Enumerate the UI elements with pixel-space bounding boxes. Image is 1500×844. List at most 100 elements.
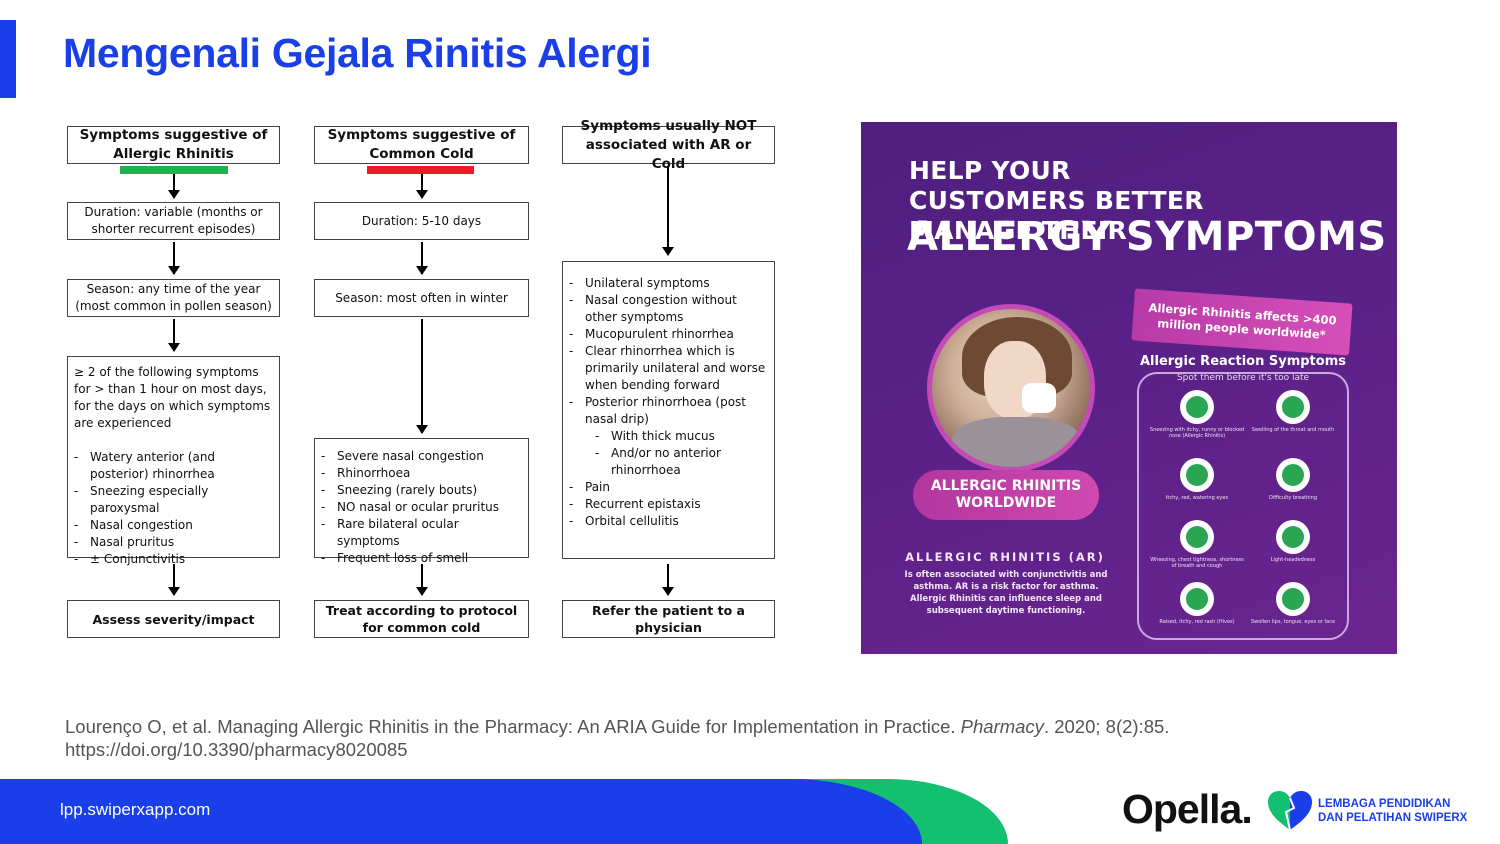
citation-text: Lourenço O, et al. Managing Allergic Rhi… xyxy=(65,716,956,737)
list-item: Recurrent epistaxis xyxy=(569,496,768,513)
arrow xyxy=(662,166,674,256)
list-item: Sneezing especially paroxysmal xyxy=(74,483,273,517)
cold-action-text: Treat according to protocol for common c… xyxy=(325,603,518,635)
arrow xyxy=(662,564,674,596)
lembaga-logo-text: LEMBAGA PENDIDIKAN DAN PELATIHAN SWIPERX xyxy=(1318,797,1467,825)
symptom-item: Swelling of the throat and mouth xyxy=(1245,390,1341,433)
ar-symptoms-box: ≥ 2 of the following symptoms for > than… xyxy=(67,356,280,568)
ar-duration-box: Duration: variable (months or shorter re… xyxy=(67,202,280,240)
symptom-item: Light-headedness xyxy=(1245,520,1341,563)
cold-season-box: Season: most often in winter xyxy=(314,279,529,317)
other-symptom-list: Unilateral symptoms Nasal congestion wit… xyxy=(569,275,768,530)
list-item: Nasal congestion xyxy=(74,517,273,534)
cold-duration-text: Duration: 5-10 days xyxy=(361,213,482,228)
symptoms-panel xyxy=(1137,372,1349,640)
other-symptoms-box: Unilateral symptoms Nasal congestion wit… xyxy=(562,261,775,559)
other-action-text: Refer the patient to a physician xyxy=(592,603,745,635)
list-item: Watery anterior (and posterior) rhinorrh… xyxy=(74,449,273,483)
cold-header-box: Symptoms suggestive of Common Cold xyxy=(314,126,529,164)
symptom-item: Raised, itchy, red rash (Hives) xyxy=(1149,582,1245,625)
lips-icon xyxy=(1276,582,1310,616)
cold-symptom-list: Severe nasal congestion Rhinorrhoea Snee… xyxy=(321,448,522,567)
other-header-box: Symptoms usually NOT associated with AR … xyxy=(562,118,775,172)
symptoms-subtitle: Spot them before it's too late xyxy=(1176,373,1310,383)
ar-season-box: Season: any time of the year (most commo… xyxy=(67,279,280,317)
list-item: Severe nasal congestion xyxy=(321,448,522,465)
footer-url-link[interactable]: lpp.swiperxapp.com xyxy=(60,800,211,819)
ar-heading: ALLERGIC RHINITIS (AR) xyxy=(905,550,1105,564)
cold-symptoms-box: Severe nasal congestion Rhinorrhoea Snee… xyxy=(314,438,529,567)
other-header-text: Symptoms usually NOT associated with AR … xyxy=(580,117,757,172)
allergy-infographic: HELP YOUR CUSTOMERS BETTER MANAGE THEIR … xyxy=(861,122,1397,654)
list-item: Nasal pruritus xyxy=(74,534,273,551)
throat-icon xyxy=(1276,390,1310,424)
ar-duration-text: Duration: variable (months or shorter re… xyxy=(84,205,263,236)
list-subitem: With thick mucus xyxy=(569,428,768,445)
ar-header-box: Symptoms suggestive of Allergic Rhinitis xyxy=(67,126,280,164)
arrow xyxy=(168,564,180,596)
eye-icon xyxy=(1180,458,1214,492)
head-icon xyxy=(1276,520,1310,554)
cold-header-text: Symptoms suggestive of Common Cold xyxy=(327,127,516,162)
arrow xyxy=(416,319,428,434)
ar-action-box: Assess severity/impact xyxy=(67,600,280,638)
list-item: Unilateral symptoms xyxy=(569,275,768,292)
list-item: Rare bilateral ocular symptoms xyxy=(321,516,522,550)
cold-color-bar xyxy=(367,166,474,174)
breathing-icon xyxy=(1276,458,1310,492)
ar-season-text: Season: any time of the year (most commo… xyxy=(75,282,272,313)
cold-action-box: Treat according to protocol for common c… xyxy=(314,600,529,638)
list-item: ± Conjunctivitis xyxy=(74,551,273,568)
symptom-item: Swollen lips, tongue, eyes or face xyxy=(1245,582,1341,625)
list-subitem: And/or no anterior rhinorrhoea xyxy=(569,445,768,479)
ar-symptoms-intro: ≥ 2 of the following symptoms for > than… xyxy=(74,365,271,430)
symptoms-title: Allergic Reaction Symptoms xyxy=(1139,354,1346,369)
arrow xyxy=(416,174,428,199)
list-item: Clear rhinorrhea which is primarily unil… xyxy=(569,343,768,394)
list-item: Nasal congestion without other symptoms xyxy=(569,292,768,326)
swiperx-heart-icon xyxy=(1268,791,1312,831)
list-item: Rhinorrhoea xyxy=(321,465,522,482)
lembaga-line-2: DAN PELATIHAN SWIPERX xyxy=(1318,812,1468,824)
arrow xyxy=(416,242,428,275)
list-item: NO nasal or ocular pruritus xyxy=(321,499,522,516)
arrow xyxy=(168,174,180,199)
poster-headline-big: ALLERGY SYMPTOMS xyxy=(907,214,1387,260)
symptom-item: Difficulty breathing xyxy=(1245,458,1341,501)
list-item: Frequent loss of smell xyxy=(321,550,522,567)
page-title: Mengenali Gejala Rinitis Alergi xyxy=(63,30,652,76)
symptom-item: Itchy, red, watering eyes xyxy=(1149,458,1245,501)
stat-ribbon-text: Allergic Rhinitis affects >400 million p… xyxy=(1148,300,1337,342)
stat-ribbon: Allergic Rhinitis affects >400 million p… xyxy=(1131,288,1353,356)
other-action-box: Refer the patient to a physician xyxy=(562,600,775,638)
symptom-item: Wheezing, chest tightness, shortness of … xyxy=(1149,520,1245,569)
lembaga-line-1: LEMBAGA PENDIDIKAN xyxy=(1318,798,1451,810)
arrow xyxy=(168,319,180,352)
citation-journal: Pharmacy xyxy=(960,716,1044,737)
rash-icon xyxy=(1180,582,1214,616)
arrow xyxy=(416,564,428,596)
list-item: Sneezing (rarely bouts) xyxy=(321,482,522,499)
sneezing-woman-photo xyxy=(927,304,1095,472)
cold-season-text: Season: most often in winter xyxy=(335,290,508,305)
ar-symptom-list: Watery anterior (and posterior) rhinorrh… xyxy=(74,449,273,568)
opella-logo: Opella. xyxy=(1122,786,1253,832)
ar-action-text: Assess severity/impact xyxy=(92,611,255,627)
allergic-color-bar xyxy=(120,166,228,174)
citation-details: . 2020; 8(2):85. xyxy=(1043,716,1170,737)
footer-blue-band xyxy=(0,779,922,844)
symptom-item: Sneezing with itchy, runny or blocked no… xyxy=(1149,390,1245,439)
worldwide-pill-text: ALLERGIC RHINITIS WORLDWIDE xyxy=(930,478,1082,511)
list-item: Mucopurulent rhinorrhea xyxy=(569,326,768,343)
poster-headline: HELP YOUR CUSTOMERS BETTER MANAGE THEIR xyxy=(909,156,1204,245)
cold-duration-box: Duration: 5-10 days xyxy=(314,202,529,240)
list-item: Orbital cellulitis xyxy=(569,513,768,530)
list-item: Pain xyxy=(569,479,768,496)
list-item: Posterior rhinorrhoea (post nasal drip) xyxy=(569,394,768,428)
worldwide-pill: ALLERGIC RHINITIS WORLDWIDE xyxy=(913,470,1099,520)
ar-header-text: Symptoms suggestive of Allergic Rhinitis xyxy=(79,127,268,162)
citation: Lourenço O, et al. Managing Allergic Rhi… xyxy=(65,715,1169,761)
ar-description: Is often associated with conjunctivitis … xyxy=(904,570,1108,616)
citation-doi[interactable]: https://doi.org/10.3390/pharmacy8020085 xyxy=(65,739,408,760)
lungs-icon xyxy=(1180,520,1214,554)
